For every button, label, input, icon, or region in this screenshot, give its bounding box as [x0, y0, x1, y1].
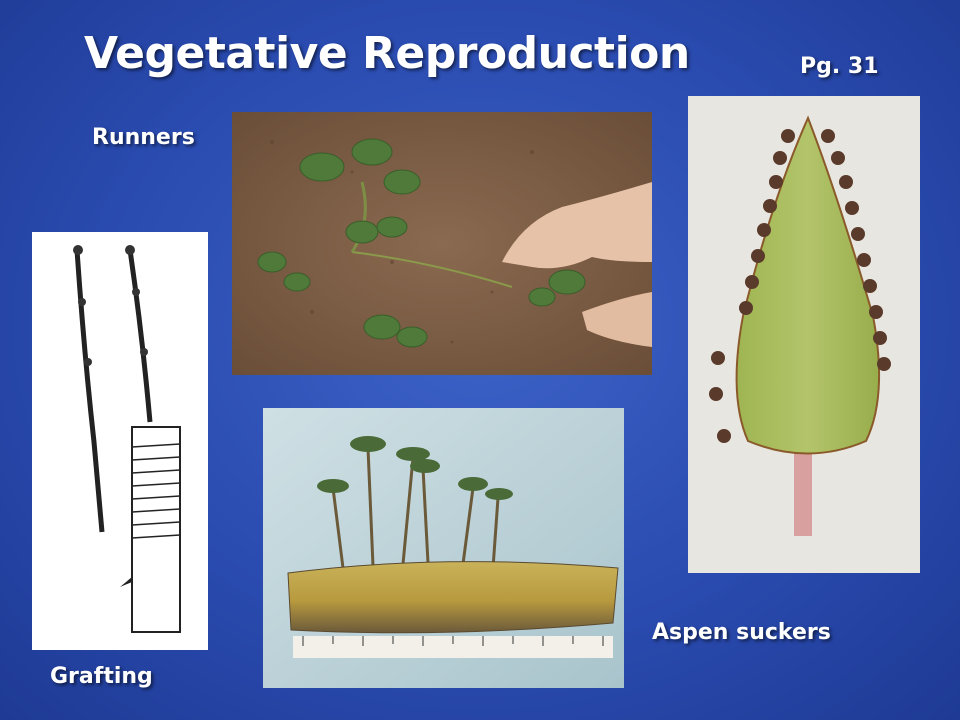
page-number: Pg. 31 [800, 54, 879, 79]
runners-label: Runners [92, 125, 195, 150]
runners-photo [232, 112, 652, 375]
grafting-label: Grafting [50, 664, 153, 689]
slide-title: Vegetative Reproduction [84, 28, 690, 79]
aspen-suckers-photo [263, 408, 624, 688]
grafting-illustration [32, 232, 208, 650]
leaf-plantlets-photo [688, 96, 920, 573]
aspen-suckers-label: Aspen suckers [652, 620, 831, 645]
